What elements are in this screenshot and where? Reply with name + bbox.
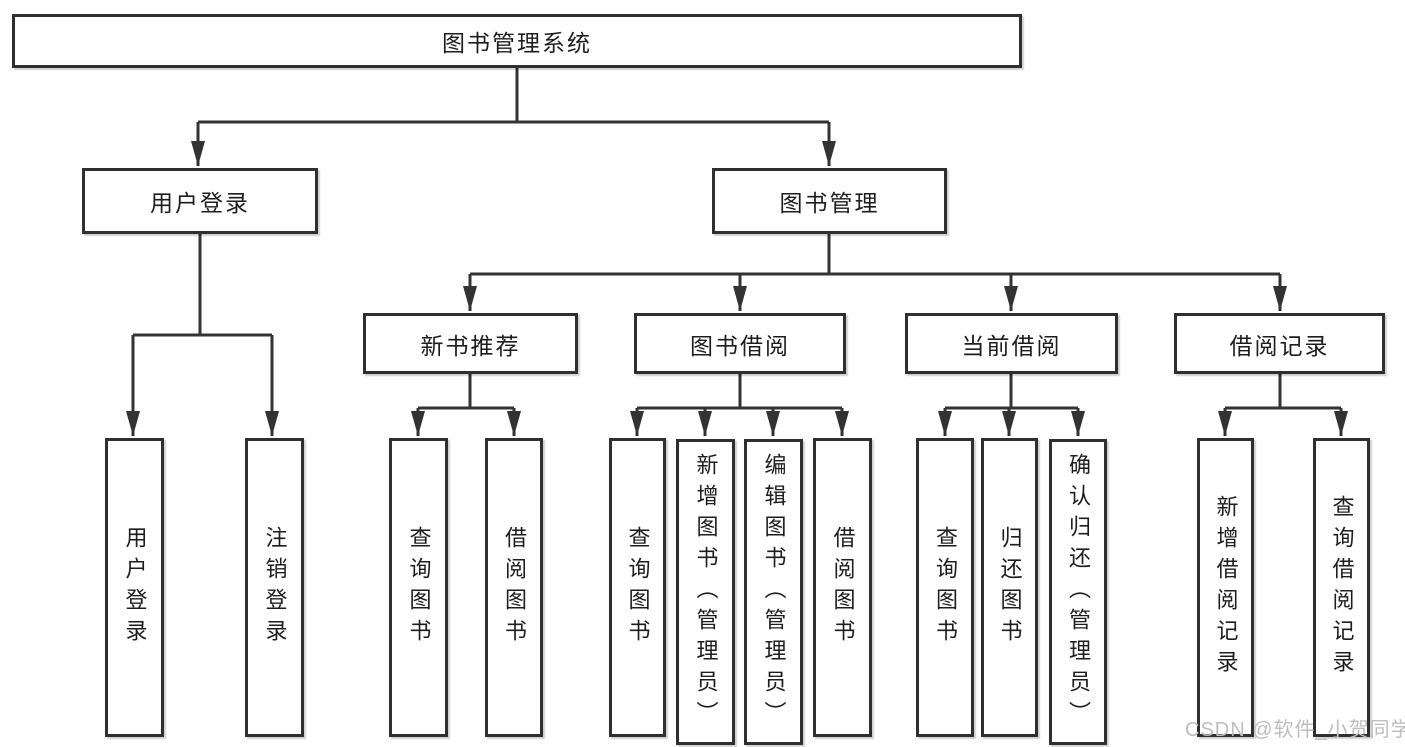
node-book-borrow: 图书借阅 <box>634 313 846 374</box>
leaf-borrow-book-recommend: 借阅图书 <box>485 438 543 737</box>
node-user-login: 用户登录 <box>82 168 318 234</box>
node-root-system: 图书管理系统 <box>12 14 1022 68</box>
leaf-query-borrow-record: 查询借阅记录 <box>1313 438 1370 737</box>
node-new-book-recommend: 新书推荐 <box>363 313 578 374</box>
leaf-query-book-current: 查询图书 <box>916 438 974 737</box>
node-current-borrow: 当前借阅 <box>905 313 1118 374</box>
leaf-add-borrow-record: 新增借阅记录 <box>1197 438 1254 737</box>
leaf-edit-book-admin: 编辑图书（管理员） <box>744 439 803 745</box>
leaf-return-book: 归还图书 <box>981 438 1038 737</box>
node-book-management: 图书管理 <box>712 168 947 234</box>
leaf-logout: 注销登录 <box>245 438 304 737</box>
node-borrow-records: 借阅记录 <box>1174 313 1385 374</box>
leaf-user-login: 用户登录 <box>105 438 164 737</box>
leaf-borrow-book: 借阅图书 <box>813 438 872 737</box>
leaf-confirm-return-admin: 确认归还（管理员） <box>1049 439 1107 745</box>
leaf-query-book-borrow: 查询图书 <box>609 438 666 737</box>
watermark: CSDN @软件_小贺同学 <box>1185 719 1405 741</box>
leaf-add-book-admin: 新增图书（管理员） <box>676 439 735 745</box>
leaf-query-book-recommend: 查询图书 <box>389 438 448 737</box>
